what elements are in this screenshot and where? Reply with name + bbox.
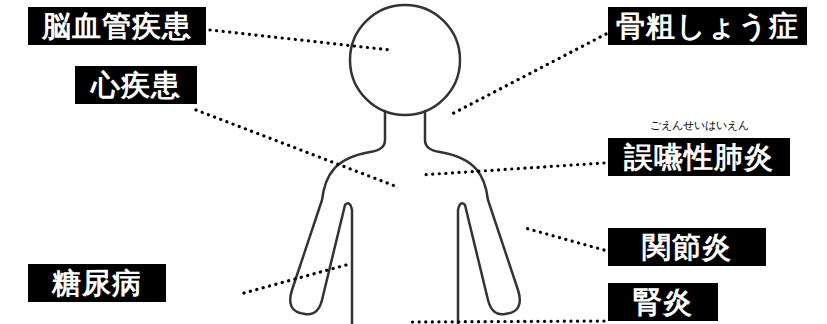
label-box: 関節炎 <box>608 228 766 266</box>
furigana: ごえんせいはいえん <box>608 120 790 131</box>
leader-line <box>196 110 395 186</box>
label-box: 腎炎 <box>608 283 718 321</box>
disease-name: 骨粗しょう症 <box>616 12 799 41</box>
label-box: ごえんせいはいえん誤嚥性肺炎 <box>608 138 790 176</box>
label-box: 糖尿病 <box>28 264 166 302</box>
leader-line <box>525 228 604 250</box>
label-box: 心疾患 <box>75 66 197 104</box>
body-outline <box>425 111 520 324</box>
disease-name: 糖尿病 <box>52 269 142 298</box>
body-outline <box>290 111 385 324</box>
leader-line <box>420 163 604 175</box>
label-box: 脳血管疾患 <box>28 7 206 45</box>
leader-line <box>412 321 604 322</box>
disease-name: 誤嚥性肺炎 <box>624 143 774 172</box>
leader-line <box>448 34 606 116</box>
disease-name: 腎炎 <box>633 288 693 317</box>
leader-line <box>244 265 346 293</box>
disease-name: 脳血管疾患 <box>42 12 192 41</box>
head-outline <box>350 5 460 115</box>
disease-name: 関節炎 <box>642 233 732 262</box>
label-box: 骨粗しょう症 <box>608 7 807 45</box>
leader-line <box>210 30 390 50</box>
disease-name: 心疾患 <box>91 71 181 100</box>
